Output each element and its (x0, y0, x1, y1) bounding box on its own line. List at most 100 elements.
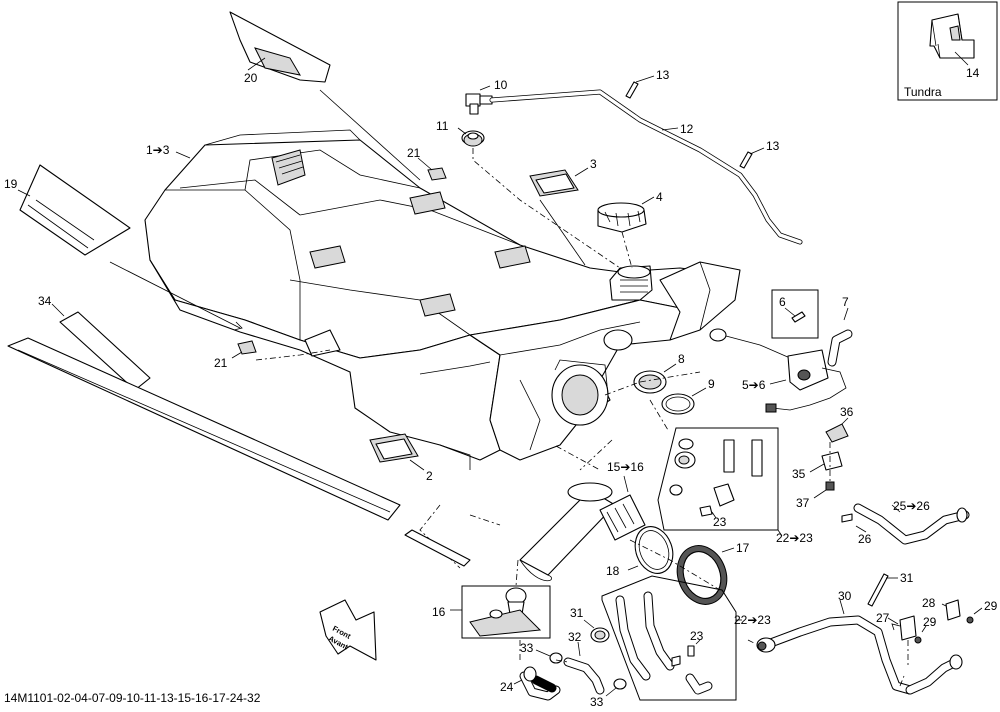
hose-end-right (905, 654, 963, 695)
clip-35: 35 (792, 451, 843, 481)
fuel-level-sender-5: 6 5➔6 (709, 289, 847, 413)
leader-20 (319, 89, 421, 181)
centerline-24 (519, 640, 569, 663)
callout-22-23-lower: 22➔23 (734, 613, 771, 627)
callout-33-bottom: 33 (590, 695, 604, 709)
centerline-pump (419, 504, 501, 569)
centerline-10 (472, 148, 621, 269)
diagram-reference-code: 14M1101-02-04-07-09-10-11-13-15-16-17-24… (4, 691, 261, 705)
hose-30: 30 (756, 589, 915, 695)
callout-29-right: 29 (984, 599, 998, 613)
fuel-tank-body (144, 129, 741, 470)
filter-kit-22-upper: 23 22➔23 (657, 427, 813, 545)
fitting-13-right: 13 (739, 139, 780, 169)
callout-8: 8 (678, 352, 685, 366)
callout-35: 35 (792, 467, 806, 481)
callout-14: 14 (966, 66, 980, 80)
hose-7: 7 (827, 295, 853, 367)
seal-9: 9 (661, 377, 715, 415)
clamp-33-left: 33 (520, 641, 563, 664)
callout-37: 37 (796, 496, 810, 510)
callout-1-3: 1➔3 (146, 143, 170, 157)
tundra-inset: 14 Tundra (897, 1, 998, 101)
hose-24: 24 (500, 666, 561, 701)
callout-22-23-upper: 22➔23 (776, 531, 813, 545)
callout-31-left: 31 (570, 606, 584, 620)
direction-arrow: Front Avant (319, 599, 377, 661)
callout-7: 7 (842, 295, 849, 309)
centerline-16 (515, 559, 519, 587)
seal-18: 18 (606, 526, 674, 578)
callout-18: 18 (606, 564, 620, 578)
callout-13-top: 13 (656, 68, 670, 82)
centerline-4 (621, 231, 633, 269)
callout-25-26: 25➔26 (893, 499, 930, 513)
callout-31-right: 31 (900, 571, 914, 585)
callout-2: 2 (426, 469, 433, 483)
vent-valve-10: 10 (465, 78, 508, 115)
clamp-8: 8 (633, 352, 685, 394)
callout-23-upper: 23 (713, 515, 727, 529)
callout-9: 9 (708, 377, 715, 391)
bracket-28: 28 (922, 596, 961, 621)
clamp-31-left: 31 (570, 606, 610, 643)
callout-4: 4 (656, 190, 663, 204)
leader-1-3 (175, 151, 191, 159)
screw-29-left: 29 (914, 615, 937, 644)
bracket-27: 27 (876, 611, 917, 641)
pad-2: 2 (369, 433, 433, 483)
callout-20: 20 (244, 71, 258, 85)
clip-21-top: 21 (407, 146, 447, 181)
arrow-19 (233, 321, 243, 331)
centerline-21 (255, 349, 331, 361)
kit-16: 16 (432, 585, 551, 639)
leader-3 (539, 199, 586, 266)
callout-17: 17 (736, 541, 750, 555)
callout-24: 24 (500, 680, 514, 694)
fuel-pump-15: 15➔16 (519, 460, 646, 582)
callout-3: 3 (590, 157, 597, 171)
hose-32: 32 (563, 630, 605, 695)
callout-13-right: 13 (766, 139, 780, 153)
grommet-11: 11 (436, 119, 485, 147)
callout-5-6: 5➔6 (742, 378, 766, 392)
callout-6-box: 6 (779, 295, 786, 309)
callout-23-lower: 23 (690, 629, 704, 643)
callout-21-top: 21 (407, 146, 421, 160)
deflector-20: 20 (229, 11, 331, 85)
callout-29-left: 29 (923, 615, 937, 629)
centerline-8 (604, 381, 641, 396)
centerline-17 (629, 539, 721, 591)
clamp-33-bottom: 33 (590, 678, 627, 709)
pin-31-right: 31 (867, 571, 914, 607)
mat-34: 34 (7, 294, 401, 521)
filter-kit-22-lower: 23 22➔23 (601, 575, 771, 701)
hose-assembly-25: 25➔26 26 (841, 499, 970, 546)
bracket-36: 36 (825, 405, 854, 443)
clip-21-left: 21 (214, 340, 257, 370)
screw-37: 37 (796, 481, 835, 510)
centerline-30 (747, 639, 757, 645)
callout-32: 32 (568, 630, 582, 644)
callout-19: 19 (4, 177, 18, 191)
callout-30: 30 (838, 589, 852, 603)
fuel-cap-4: 4 (597, 190, 663, 233)
callout-11: 11 (436, 119, 449, 133)
callout-10: 10 (494, 78, 508, 92)
pad-3: 3 (529, 157, 597, 197)
tube-pump (404, 529, 471, 567)
callout-34: 34 (38, 294, 52, 308)
callout-36: 36 (840, 405, 854, 419)
centerline-misc (555, 371, 701, 471)
fitting-13-top: 13 (625, 68, 670, 99)
callout-28: 28 (922, 596, 936, 610)
screw-29-right: 29 (966, 599, 998, 624)
callout-16: 16 (432, 605, 446, 619)
lock-ring-17: 17 (676, 541, 750, 605)
leader-tank-inner (419, 361, 491, 375)
centerline-27 (899, 640, 909, 687)
tundra-label: Tundra (904, 85, 942, 99)
callout-12: 12 (680, 122, 694, 136)
callout-33-left: 33 (520, 641, 534, 655)
